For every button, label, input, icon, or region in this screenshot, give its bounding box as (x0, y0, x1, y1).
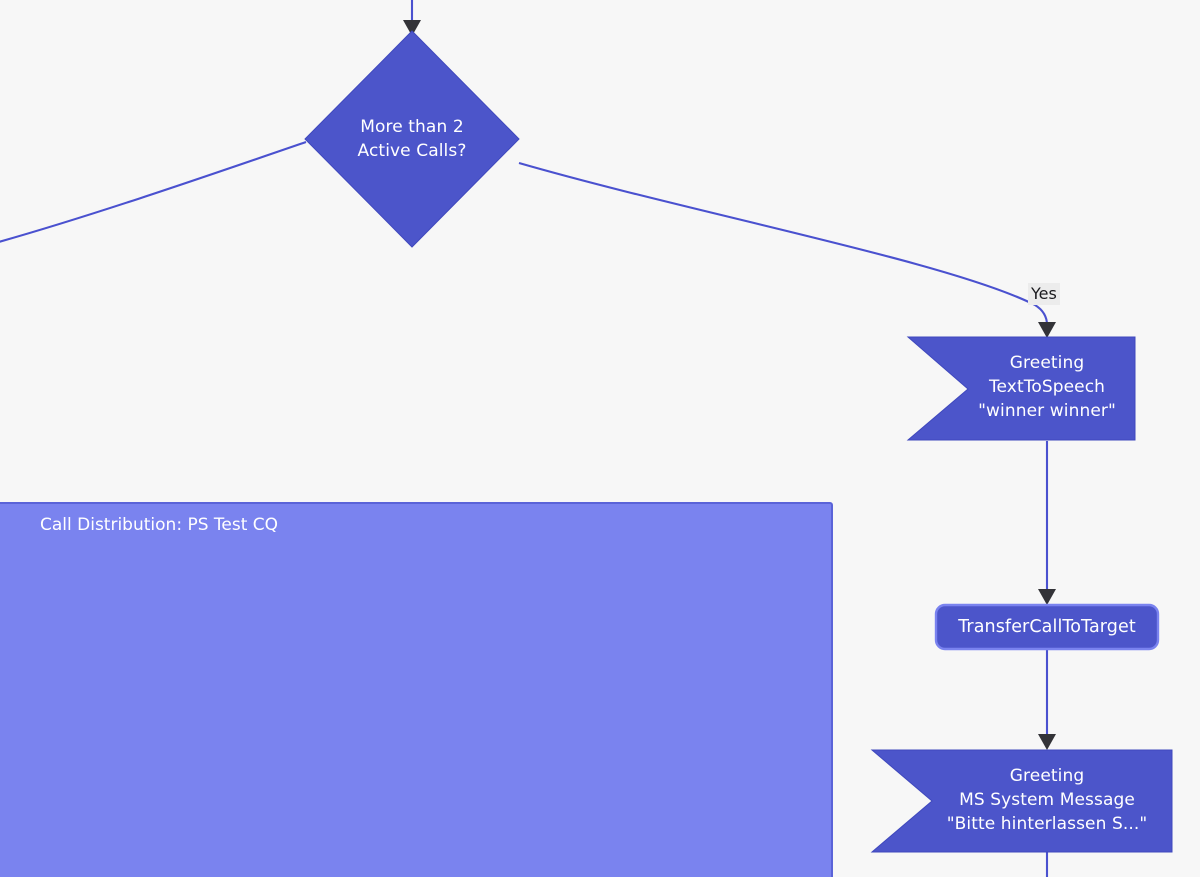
cluster-call-distribution[interactable] (0, 502, 833, 877)
node-label-decision-line1: More than 2 (360, 117, 464, 137)
node-label-greeting-ms-line3: "Bitte hinterlassen S..." (946, 814, 1148, 834)
node-greeting-ms-system-message[interactable] (870, 749, 1173, 853)
node-label-greeting-ms-line1: Greeting (1009, 766, 1085, 786)
arrowhead-transfer-to-greeting-ms (1038, 734, 1056, 750)
node-greeting-tts[interactable] (906, 336, 1136, 441)
node-label-greeting-ms-line2: MS System Message (959, 790, 1135, 810)
edge-decision-yes-to-greeting-tts (518, 161, 1049, 326)
node-label-greeting-tts-line1: Greeting (1009, 353, 1085, 373)
node-label-transfer-call-to-target: TransferCallToTarget (958, 617, 1136, 637)
edge-label-yes: Yes (1028, 283, 1060, 305)
node-decision-active-calls[interactable] (304, 30, 520, 248)
node-label-greeting-tts-line2: TextToSpeech (988, 377, 1106, 397)
node-label-decision-line2: Active Calls? (357, 141, 467, 161)
node-label-greeting-tts-line3: "winner winner" (978, 401, 1116, 421)
arrowhead-greeting-tts-to-transfer (1038, 589, 1056, 605)
node-transfer-call-to-target[interactable] (934, 603, 1160, 651)
cluster-label-call-distribution: Call Distribution: PS Test CQ (40, 515, 279, 535)
arrowhead-incoming-to-decision (403, 20, 421, 36)
edge-decision-left-branch (0, 141, 307, 243)
arrowhead-yes-to-greeting-tts (1038, 322, 1056, 338)
